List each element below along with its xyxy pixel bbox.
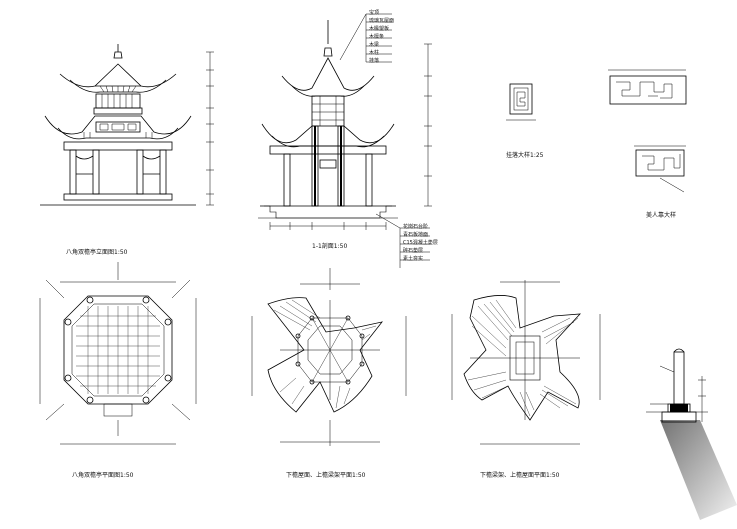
callout-top-3: 木檩条: [369, 34, 385, 40]
caption-railing-detail: 美人靠大样: [646, 212, 677, 219]
railing-detail: [608, 69, 687, 193]
callout-bottom-4: 素土夯实: [403, 256, 424, 262]
lower-roof-plan-drawing: [251, 268, 407, 446]
callout-top-6: 挂落: [369, 58, 380, 64]
caption-front-elevation: 八角双檐亭立面图1:50: [66, 249, 128, 256]
caption-upper-roof-plan: 下檐梁架、上檐屋面平面1:50: [480, 472, 560, 479]
caption-floor-plan: 八角双檐亭平面图1:50: [72, 472, 134, 479]
callout-top-0: 宝顶: [369, 10, 380, 16]
caption-lower-roof-plan: 下檐屋面、上檐梁架平面1:50: [286, 472, 366, 479]
caption-section: 1-1剖面1:50: [312, 243, 348, 250]
section-cut-fills: [314, 126, 737, 520]
callout-bottom-3: 碎石垫层: [403, 248, 424, 254]
callout-bottom-2: C15混凝土垫层: [403, 240, 438, 246]
floor-plan-drawing: [39, 262, 197, 445]
upper-roof-plan-drawing: [451, 280, 601, 445]
callout-top-1: 琉璃瓦屋面: [369, 18, 395, 24]
callout-top-2: 木椽望板: [369, 26, 390, 32]
callout-bottom-0: 花岗石台阶: [403, 224, 429, 230]
callout-top-5: 木柱: [369, 50, 380, 56]
caption-lattice-detail: 挂落大样1:25: [506, 152, 544, 159]
lattice-detail: [506, 83, 536, 121]
callout-top-4: 木梁: [369, 42, 380, 48]
front-elevation-drawing: [40, 44, 214, 206]
callout-bottom-1: 青石板地面: [403, 232, 429, 238]
